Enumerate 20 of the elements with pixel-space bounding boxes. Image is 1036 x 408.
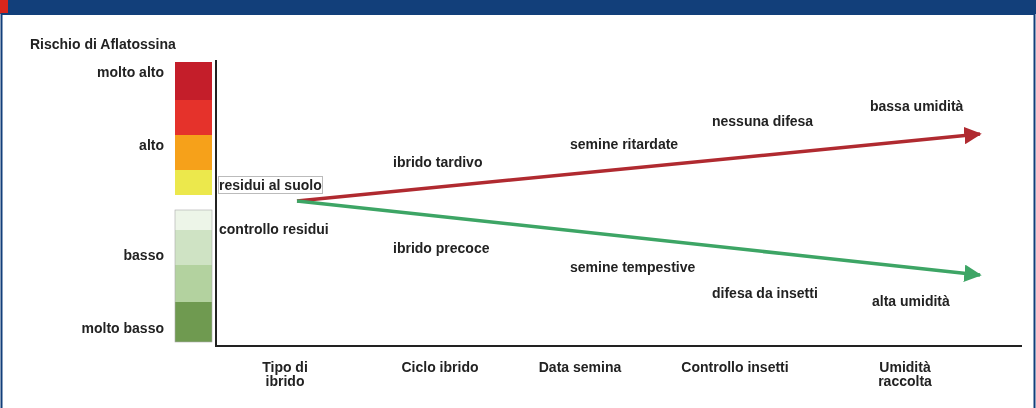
factor-label: residui al suolo [218, 176, 323, 194]
factor-label: semine tempestive [570, 259, 696, 275]
legend-label: molto alto [97, 64, 164, 80]
factor-label: alta umidità [872, 293, 950, 309]
factor-label: nessuna difesa [712, 113, 814, 129]
legend-label: alto [139, 137, 164, 153]
axis-category: Umidità raccolta [877, 360, 933, 388]
factor-label: ibrido precoce [393, 240, 490, 256]
axis-title: Rischio di Aflatossina [30, 36, 176, 52]
legend-label: basso [123, 247, 164, 263]
axis-category: Controllo insetti [680, 360, 790, 374]
factor-label: semine ritardate [570, 136, 679, 152]
factor-label: controllo residui [219, 221, 329, 237]
factor-label: difesa da insetti [712, 285, 818, 301]
axis-category: Tipo di ibrido [261, 360, 309, 388]
legend-label: molto basso [81, 320, 164, 336]
axis-category: Data semina [537, 360, 623, 374]
factor-label: bassa umidità [870, 98, 964, 114]
axis-category: Ciclo ibrido [400, 360, 480, 374]
factor-label: ibrido tardivo [393, 154, 483, 170]
